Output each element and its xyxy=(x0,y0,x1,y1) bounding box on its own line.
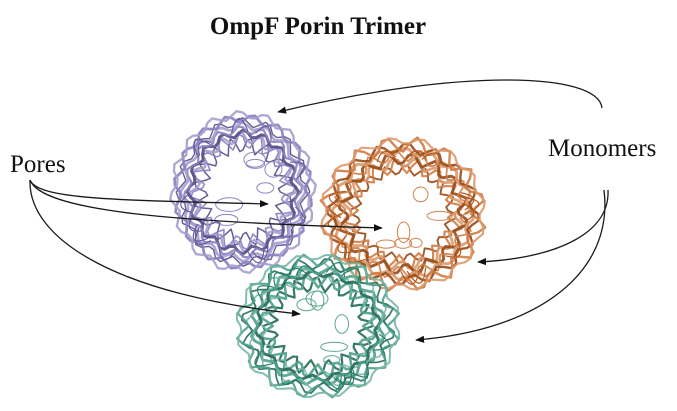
monomer-teal-loop xyxy=(325,262,345,278)
monomer-teal-strand xyxy=(236,253,400,399)
monomer-purple-loop xyxy=(252,245,269,260)
monomer-teal-inner-loop xyxy=(334,314,350,334)
monomer-purple xyxy=(169,109,317,275)
monomer-orange-inner-loop xyxy=(394,237,413,249)
monomer-orange-inner-loop xyxy=(409,237,423,248)
monomer-orange-loop xyxy=(460,192,475,211)
monomer-teal-inner-loop xyxy=(320,341,349,352)
monomer-teal-loop xyxy=(322,375,342,391)
monomer-orange-strand xyxy=(330,146,476,282)
monomer-purple-strand xyxy=(173,114,313,270)
monomer-purple-strand xyxy=(182,125,304,259)
monomer-purple-loop xyxy=(247,247,265,264)
monomer-purple-inner-loop xyxy=(256,182,275,194)
monomers-label: Monomers xyxy=(548,135,656,162)
monomer-orange-inner-loop xyxy=(426,210,453,221)
monomer-orange-loop xyxy=(463,203,475,222)
monomer-teal xyxy=(235,253,401,399)
monomer-teal-loop xyxy=(254,349,274,367)
monomer-orange-inner-loop xyxy=(376,239,397,249)
monomer-orange-loop xyxy=(328,190,347,209)
monomer-teal-inner-loop xyxy=(305,290,329,307)
monomer-purple-strand xyxy=(175,117,311,267)
monomer-purple-inner-loop xyxy=(215,197,244,212)
monomer-teal-loop xyxy=(256,285,275,302)
monomer-purple-loop xyxy=(289,161,306,180)
monomer-teal-strand xyxy=(256,271,380,381)
monomer-orange-loop xyxy=(445,241,462,258)
monomer-orange-loop xyxy=(462,196,480,215)
monomer-teal-loop xyxy=(326,374,346,390)
monomer-purple-loop xyxy=(231,117,249,134)
monomer-purple-loop xyxy=(192,224,209,242)
monomer-purple-loop xyxy=(193,139,211,158)
pore-arrow-teal xyxy=(29,179,301,317)
figure-title: OmpF Porin Trimer xyxy=(210,13,426,40)
monomers-arrows xyxy=(277,79,609,343)
monomer-teal-loop xyxy=(373,334,390,351)
monomer-orange-loop xyxy=(421,152,440,168)
pore-arrow-purple xyxy=(29,179,269,208)
monomer-orange-loop xyxy=(348,246,366,263)
monomer-teal-strand xyxy=(235,254,401,398)
monomer-orange xyxy=(319,136,487,292)
monomer-orange-loop xyxy=(400,268,421,285)
monomer-orange-strand xyxy=(325,142,481,286)
monomer-teal-loop xyxy=(273,271,292,287)
monomer-teal-strand xyxy=(258,273,378,379)
monomer-teal-loop xyxy=(341,268,360,285)
pore-arrow-orange xyxy=(29,179,383,232)
monomer-purple-inner-loop xyxy=(214,213,239,226)
monomer-purple-loop xyxy=(188,214,202,232)
monomer-purple-loop xyxy=(255,125,272,141)
monomer-arrow-orange xyxy=(477,189,609,266)
monomer-group xyxy=(169,109,487,399)
monomer-orange-inner-loop xyxy=(412,186,429,203)
monomer-purple-strand xyxy=(194,138,292,246)
pores-label: Pores xyxy=(10,151,66,178)
monomer-purple-loop xyxy=(197,140,212,156)
monomer-arrow-purple xyxy=(277,79,603,114)
monomer-orange-loop xyxy=(337,236,356,254)
monomer-orange-inner-loop xyxy=(396,221,411,243)
monomer-orange-strand xyxy=(320,137,486,291)
monomer-teal-loop xyxy=(350,361,370,378)
pores-arrows xyxy=(29,179,383,317)
monomer-orange-strand xyxy=(333,149,473,279)
monomer-arrow-teal xyxy=(415,189,606,343)
monomer-purple-strand xyxy=(185,128,301,256)
monomer-orange-loop xyxy=(406,267,427,284)
monomer-teal-inner-loop xyxy=(323,355,341,365)
monomer-teal-loop xyxy=(295,265,316,276)
monomer-purple-loop xyxy=(180,193,193,213)
monomer-purple-inner-loop xyxy=(245,158,266,169)
monomer-purple-inner-loop xyxy=(264,161,283,178)
monomer-purple-inner-loop xyxy=(243,151,266,168)
monomer-purple-strand xyxy=(169,109,317,275)
monomer-purple-loop xyxy=(218,246,236,261)
monomer-orange-loop xyxy=(327,213,344,232)
monomer-teal-loop xyxy=(280,369,300,386)
monomer-orange-loop xyxy=(376,150,397,162)
